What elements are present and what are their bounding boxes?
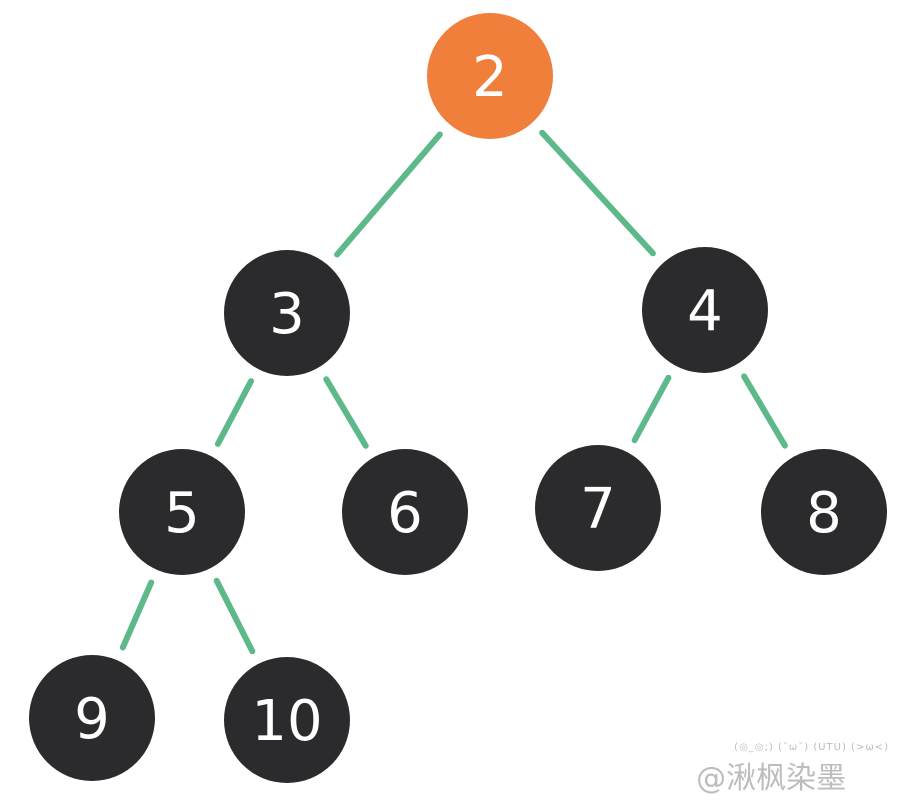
- node-label: 2: [472, 45, 508, 110]
- node-circle: [761, 449, 887, 575]
- tree-node-8: 8: [761, 449, 887, 575]
- node-label: 9: [74, 687, 110, 752]
- node-label: 10: [251, 689, 322, 754]
- tree-edge-4-8: [741, 373, 788, 449]
- node-label: 4: [687, 279, 723, 344]
- node-label: 6: [387, 481, 423, 546]
- tree-edge-5-10: [213, 577, 256, 655]
- node-circle: [642, 247, 768, 373]
- node-circle: [224, 657, 350, 783]
- node-label: 8: [806, 481, 842, 546]
- node-label: 5: [164, 481, 200, 546]
- node-circle: [224, 250, 350, 376]
- node-circle: [342, 449, 468, 575]
- watermark-name: @湫枫染墨: [696, 761, 847, 796]
- node-circle: [427, 13, 553, 139]
- node-circle: [119, 449, 245, 575]
- tree-node-9: 9: [29, 655, 155, 781]
- watermark: (◎_◎;) (˘ω˘) (UTU) (>ω<) @湫枫染墨: [696, 742, 889, 797]
- tree-node-6: 6: [342, 449, 468, 575]
- tree-edge-4-7: [631, 374, 672, 444]
- tree-edge-3-6: [323, 376, 369, 449]
- tree-node-4: 4: [642, 247, 768, 373]
- tree-node-10: 10: [224, 657, 350, 783]
- node-circle: [535, 445, 661, 571]
- tree-edge-2-4: [539, 129, 656, 257]
- watermark-kaomoji: (◎_◎;) (˘ω˘) (UTU) (>ω<): [734, 742, 889, 753]
- tree-node-5: 5: [119, 449, 245, 575]
- tree-node-2: 2: [427, 13, 553, 139]
- node-label: 7: [580, 477, 616, 542]
- tree-node-3: 3: [224, 250, 350, 376]
- node-circle: [29, 655, 155, 781]
- tree-edge-2-3: [334, 131, 443, 258]
- node-label: 3: [269, 282, 305, 347]
- tree-node-7: 7: [535, 445, 661, 571]
- tree-edge-5-9: [119, 579, 155, 651]
- tree-edge-3-5: [214, 378, 255, 447]
